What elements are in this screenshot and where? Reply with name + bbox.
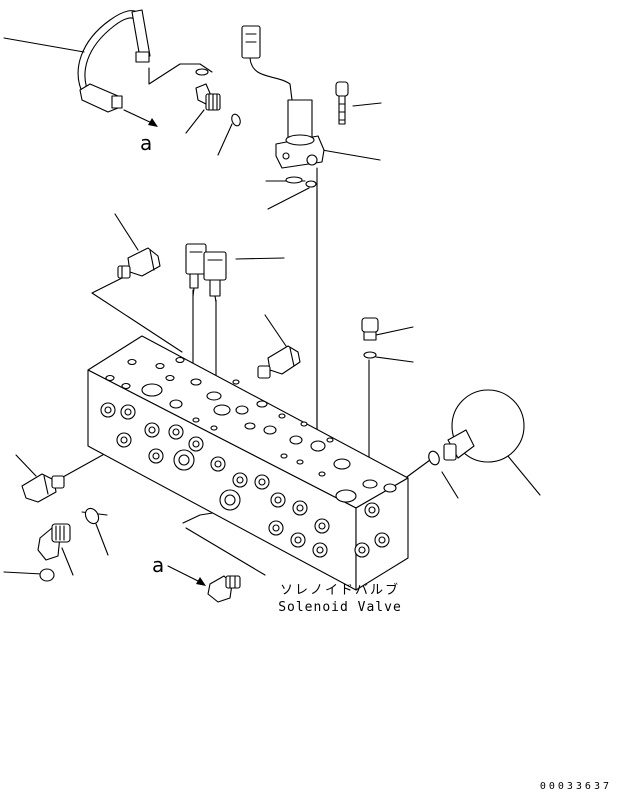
top-ports xyxy=(105,356,397,503)
valve-block xyxy=(87,335,409,591)
bolt xyxy=(335,81,349,125)
front-ports xyxy=(100,402,330,558)
end-ports xyxy=(354,502,390,558)
caption-japanese: ソレノイドバルブ xyxy=(280,582,400,598)
elbow-fitting xyxy=(195,68,221,111)
o-rings xyxy=(39,113,440,582)
elbow-fitting-bottom: a xyxy=(152,553,241,603)
sensor-hose-assembly: a xyxy=(77,9,158,155)
accumulator xyxy=(443,389,525,463)
leader-lines xyxy=(3,37,541,576)
dual-connector xyxy=(185,243,227,303)
reference-letter-bottom: a xyxy=(152,553,164,577)
pressure-sensor-center xyxy=(257,345,301,379)
plug-bolt xyxy=(361,317,379,341)
caption-english: Solenoid Valve xyxy=(278,600,402,615)
elbow-fitting-lower xyxy=(37,523,71,561)
pressure-sensor-lower-left xyxy=(21,473,65,503)
pressure-sensor-upper xyxy=(117,247,161,279)
solenoid-with-connector xyxy=(241,25,325,188)
reference-letter-top: a xyxy=(140,131,152,155)
document-number: 00033637 xyxy=(540,781,612,792)
